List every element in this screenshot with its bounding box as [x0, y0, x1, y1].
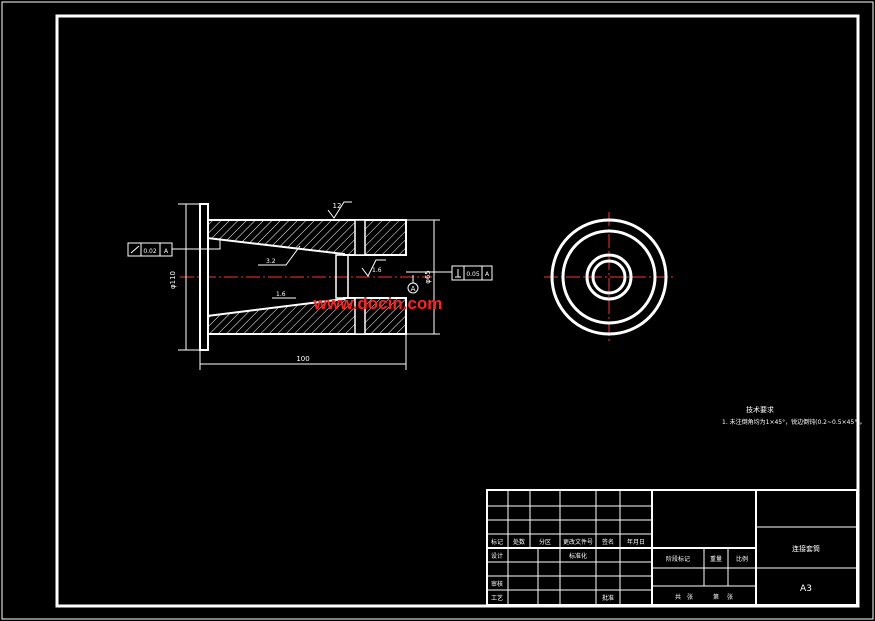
- tb-sheets-unit2: 张: [727, 593, 733, 601]
- bore-circle-inner: [591, 259, 627, 295]
- end-view: [544, 212, 676, 344]
- notes-line1: 1. 未注倒角均为1×45°，锐边倒钝(0.2~0.5×45°)。: [722, 418, 866, 426]
- inner-frame: [55, 14, 860, 608]
- taper-lower-label: 1.6: [276, 291, 286, 298]
- tb-stage-mark: 阶段标记: [666, 555, 690, 563]
- leader-taper-upper: [258, 245, 301, 266]
- watermark: www.docin.com: [313, 294, 443, 313]
- tb-weight: 重量: [710, 555, 722, 563]
- groove-upper: [354, 219, 366, 256]
- tb-sheets-no: 第: [713, 593, 719, 601]
- tb-part-name: 连接套筒: [792, 544, 820, 553]
- groove-lower: [354, 297, 366, 335]
- tb-sheets-total: 共: [675, 593, 681, 601]
- perp-value: 0.05: [466, 271, 480, 278]
- roughness-top-value: 12: [333, 202, 342, 210]
- perpendicularity-frame: [451, 265, 493, 281]
- tb-approve: 批准: [602, 594, 614, 602]
- flatness-ref: A: [164, 248, 169, 255]
- dim-dia-right: φ65: [424, 270, 432, 284]
- tb-change-doc: 更改文件号: [563, 538, 593, 546]
- bore-finish-value: 1.6: [372, 267, 382, 274]
- tb-mark: 标记: [491, 538, 503, 546]
- inner-step: [335, 254, 349, 299]
- tb-sign: 签名: [602, 538, 614, 546]
- upper-wall-section: [206, 219, 407, 256]
- outer-circle: [550, 218, 668, 336]
- taper-upper-label: 3.2: [266, 258, 276, 265]
- tb-zone: 分区: [539, 538, 551, 546]
- bore-finish-symbol: [361, 259, 386, 277]
- title-block-labels: 标记 处数 分区 更改文件号 签名 年月日 设计 标准化 审核 工艺 批准 阶段…: [491, 538, 820, 602]
- tb-std: 标准化: [569, 552, 587, 560]
- flatness-value: 0.02: [143, 248, 157, 255]
- datum-label: A: [411, 285, 416, 293]
- tb-craft: 工艺: [491, 594, 503, 602]
- bore-circle-outer: [585, 253, 633, 301]
- tb-scale: 比例: [736, 555, 748, 563]
- middle-circle: [561, 229, 657, 325]
- tb-count: 处数: [513, 538, 525, 546]
- dim-dia-left: φ110: [169, 271, 177, 289]
- left-flange: [199, 203, 209, 351]
- tb-design: 设计: [491, 552, 503, 560]
- tb-format: A3: [800, 584, 812, 594]
- tb-date: 年月日: [627, 538, 645, 546]
- tb-sheets-unit1: 张: [687, 593, 693, 601]
- title-block: [486, 489, 858, 606]
- dim-length: 100: [296, 355, 309, 363]
- roughness-symbol-top: [327, 201, 352, 219]
- section-view: φ110 0.02 A 12 3.2 1.6 1.6 A φ65: [127, 201, 493, 370]
- tb-check: 审核: [491, 580, 503, 588]
- perp-ref: A: [485, 271, 490, 278]
- notes-title: 技术要求: [746, 405, 774, 414]
